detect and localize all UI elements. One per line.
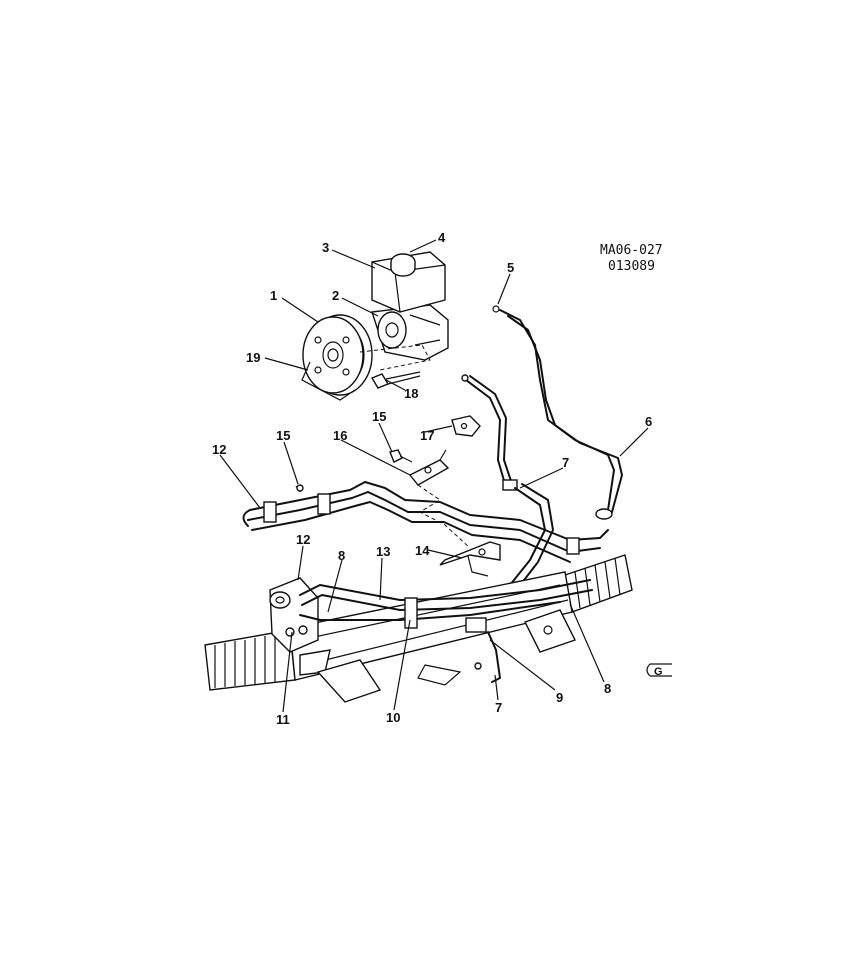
fluid-reservoir: [371, 251, 446, 313]
callout-17: 17: [420, 428, 434, 443]
g-symbol-letter: G: [654, 666, 663, 678]
callout-12-upper: 12: [212, 442, 226, 457]
steering-line-assembly: [242, 481, 609, 563]
callout-3: 3: [322, 240, 329, 255]
callout-13: 13: [376, 544, 390, 559]
callout-9: 9: [556, 690, 563, 705]
g-symbol: G: [646, 663, 672, 678]
drawing-reference-code: MA06-027: [600, 243, 663, 258]
callout-7-lower: 7: [495, 700, 502, 715]
bracket-upper: [408, 449, 471, 549]
callout-6: 6: [645, 414, 652, 429]
steering-rack-gear: [204, 554, 633, 703]
drawing-reference-date: 013089: [608, 259, 655, 274]
callout-11: 11: [276, 712, 290, 727]
callout-15-right: 15: [372, 409, 386, 424]
callout-leaders: [219, 239, 649, 713]
power-steering-pump: [359, 304, 449, 371]
callout-14: 14: [415, 543, 430, 558]
line-clip: [451, 415, 481, 437]
callout-7-upper: 7: [562, 455, 569, 470]
return-line: [461, 374, 554, 589]
callout-10: 10: [386, 710, 400, 725]
pressure-hose: [492, 305, 623, 520]
callout-8-upper: 8: [338, 548, 345, 563]
callout-4: 4: [438, 230, 446, 245]
callout-12-lower: 12: [296, 532, 310, 547]
callout-numbers: 1 2 3 4 5 6 7 7 8 8 9 10 11 12 12 13 14 …: [212, 230, 652, 727]
bracket-lower: [439, 541, 501, 577]
bracket-bolt: [389, 449, 413, 463]
callout-19: 19: [246, 350, 260, 365]
pump-bolt: [370, 371, 421, 389]
callout-15-left: 15: [276, 428, 290, 443]
callout-18: 18: [404, 386, 418, 401]
callout-16: 16: [333, 428, 347, 443]
callout-1: 1: [270, 288, 277, 303]
pump-pulley: [301, 314, 373, 401]
callout-8-lower: 8: [604, 681, 611, 696]
callout-2: 2: [332, 288, 339, 303]
callout-5: 5: [507, 260, 514, 275]
